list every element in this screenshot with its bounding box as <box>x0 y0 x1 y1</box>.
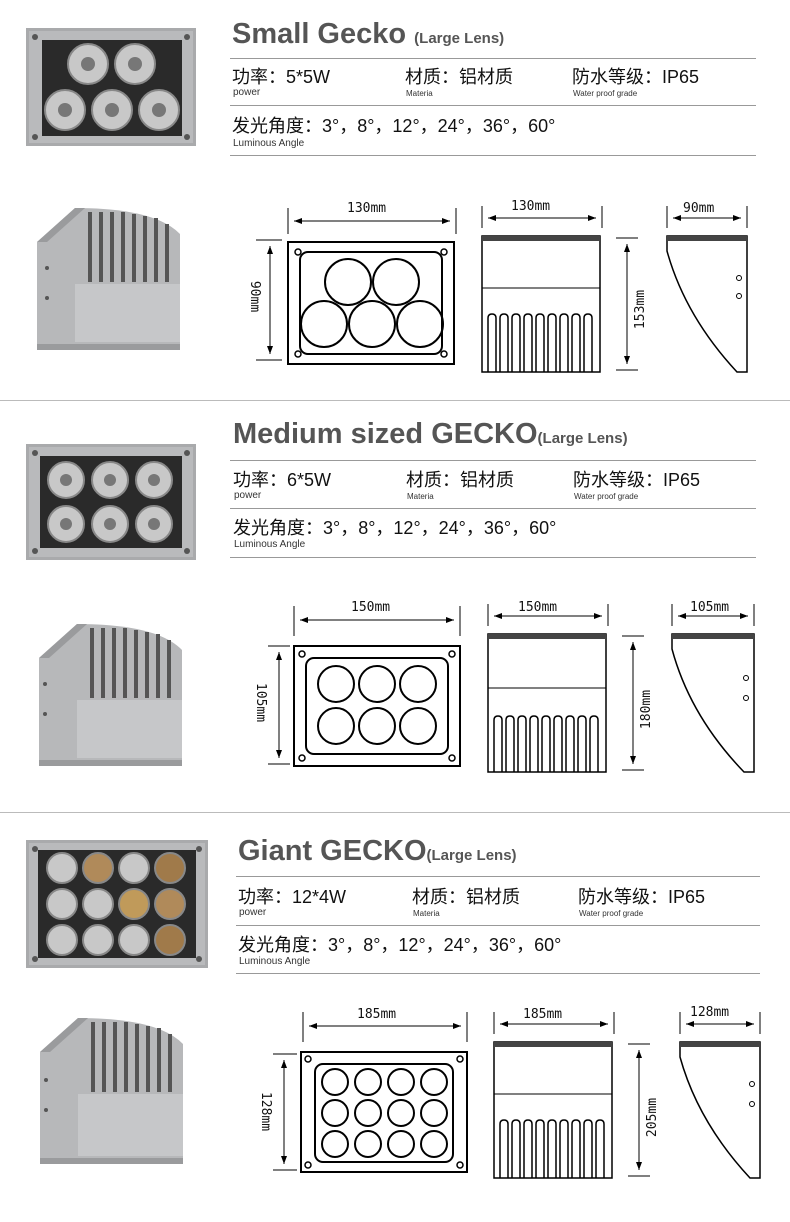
depth-view-drawing <box>679 1012 761 1179</box>
product-title: Small Gecko (Large Lens) <box>232 18 505 50</box>
power-spec: 功率：6*5W <box>233 470 332 490</box>
side-view-drawing <box>493 1012 650 1179</box>
angle-en: Luminous Angle <box>239 956 311 967</box>
spec-rule <box>230 105 756 106</box>
material-en: Materia <box>406 89 433 98</box>
angle-spec: 发光角度：3°，8°，12°，24°，36°，60° <box>233 518 557 538</box>
waterproof-spec: 防水等级：IP65 <box>578 887 706 907</box>
section-divider <box>0 400 790 401</box>
power-spec: 功率：12*4W <box>238 887 347 907</box>
product-photo-side <box>40 1018 183 1164</box>
product-photo-front <box>26 444 196 560</box>
side-width-label: 130mm <box>511 199 551 214</box>
front-view-drawing <box>273 1012 468 1173</box>
product-section-small-gecko: Small Gecko (Large Lens) 功率：5*5W power 材… <box>0 0 790 400</box>
waterproof-en: Water proof grade <box>574 492 639 501</box>
product-photo-front <box>26 28 196 146</box>
front-view-drawing <box>256 208 457 365</box>
angle-spec: 发光角度：3°，8°，12°，24°，36°，60° <box>238 935 562 955</box>
spec-rule <box>230 508 756 509</box>
front-width-label: 150mm <box>351 600 391 615</box>
front-height-label: 128mm <box>258 1091 274 1132</box>
product-photo-side <box>39 624 182 766</box>
power-en: power <box>239 907 267 918</box>
depth-label: 90mm <box>683 201 715 216</box>
product-photo-side <box>37 208 180 350</box>
material-en: Materia <box>413 909 440 918</box>
depth-view-drawing <box>666 206 748 373</box>
angle-rule <box>236 973 760 974</box>
angle-en: Luminous Angle <box>234 539 306 550</box>
product-title: Medium sized GECKO(Large Lens) <box>233 418 628 450</box>
side-width-label: 150mm <box>518 600 558 615</box>
side-view-drawing <box>487 604 644 773</box>
title-rule <box>230 58 756 59</box>
waterproof-en: Water proof grade <box>573 89 638 98</box>
product-photo-front <box>26 840 208 968</box>
waterproof-spec: 防水等级：IP65 <box>572 67 700 87</box>
product-title: Giant GECKO(Large Lens) <box>238 835 517 867</box>
section-divider <box>0 812 790 813</box>
angle-rule <box>230 557 756 558</box>
material-spec: 材质：铝材质 <box>406 470 514 490</box>
title-rule <box>236 876 760 877</box>
side-width-label: 185mm <box>523 1007 563 1022</box>
product-section-medium-gecko: Medium sized GECKO(Large Lens) 功率：6*5W p… <box>26 418 756 773</box>
angle-en: Luminous Angle <box>233 138 305 149</box>
depth-label: 128mm <box>690 1005 730 1020</box>
material-spec: 材质：铝材质 <box>405 67 513 87</box>
power-en: power <box>234 490 262 501</box>
angle-spec: 发光角度：3°，8°，12°，24°，36°，60° <box>232 116 556 136</box>
power-en: power <box>233 87 261 98</box>
title-rule <box>230 460 756 461</box>
material-en: Materia <box>407 492 434 501</box>
spec-rule <box>236 925 760 926</box>
waterproof-spec: 防水等级：IP65 <box>573 470 701 490</box>
depth-label: 105mm <box>690 600 730 615</box>
depth-view-drawing <box>671 604 755 773</box>
material-spec: 材质：铝材质 <box>412 887 520 907</box>
angle-rule <box>230 155 756 156</box>
front-width-label: 130mm <box>347 201 387 216</box>
front-view-drawing <box>268 606 461 767</box>
side-view-drawing <box>481 206 638 373</box>
waterproof-en: Water proof grade <box>579 909 644 918</box>
side-height-label: 205mm <box>645 1097 661 1138</box>
front-width-label: 185mm <box>357 1007 397 1022</box>
power-spec: 功率：5*5W <box>232 67 331 87</box>
